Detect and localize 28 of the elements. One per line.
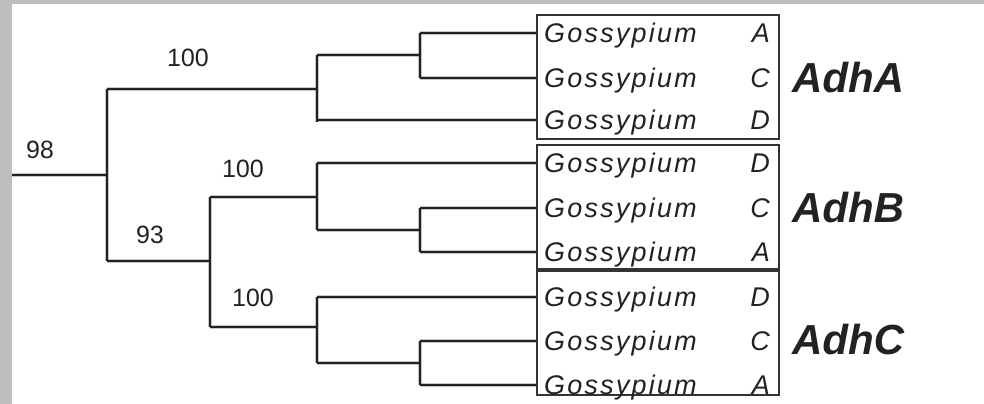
taxon-label: Gossypium A — [544, 365, 772, 404]
tree-branch — [420, 76, 536, 80]
tree-branch — [420, 384, 536, 386]
tree-branch — [420, 206, 536, 210]
tree-branch — [420, 32, 536, 34]
taxon-label: Gossypium D — [544, 100, 772, 140]
gene-label: AdhB — [792, 184, 904, 232]
tree-branch — [420, 340, 536, 342]
tree-branch — [317, 162, 536, 164]
taxon-label: Gossypium A — [544, 13, 772, 53]
clade-box — [536, 144, 780, 270]
gene-label: AdhA — [792, 54, 904, 102]
taxon-label: Gossypium C — [544, 321, 772, 361]
bootstrap-value: 100 — [232, 284, 274, 312]
tree-branch — [317, 118, 536, 122]
taxon-label: Gossypium D — [544, 277, 772, 317]
bootstrap-value: 100 — [222, 155, 264, 183]
taxon-label: Gossypium A — [544, 232, 772, 272]
tree-branch — [317, 296, 536, 298]
taxon-label: Gossypium C — [544, 188, 772, 228]
bootstrap-value: 98 — [26, 136, 54, 164]
bootstrap-value: 100 — [167, 44, 209, 72]
taxon-label: Gossypium C — [544, 58, 772, 98]
bootstrap-value: 93 — [136, 221, 164, 249]
gene-label: AdhC — [792, 316, 904, 364]
clade-box — [536, 14, 780, 140]
tree-branch — [420, 250, 536, 254]
taxon-label: Gossypium D — [544, 143, 772, 183]
